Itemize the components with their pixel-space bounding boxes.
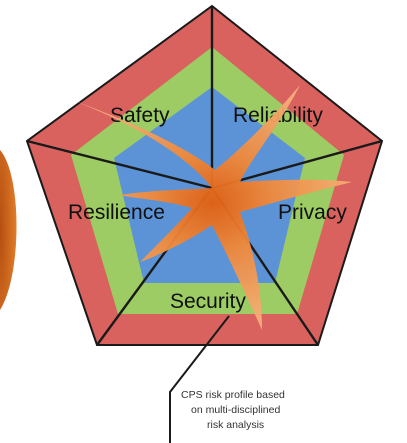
label-security: Security [170,290,246,313]
caption-line-1: CPS risk profile based [181,389,285,401]
label-safety: Safety [110,104,170,127]
caption-line-3: risk analysis [207,419,264,431]
label-privacy: Privacy [278,201,347,224]
left-edge-arc [0,150,17,310]
spoke-left [26,139,213,190]
label-resilience: Resilience [68,201,165,224]
risk-profile-star [72,85,352,330]
caption: CPS risk profile based on multi-discipli… [181,389,285,431]
caption-line-2: on multi-disciplined [191,404,280,416]
caption-pointer-line [169,315,230,443]
